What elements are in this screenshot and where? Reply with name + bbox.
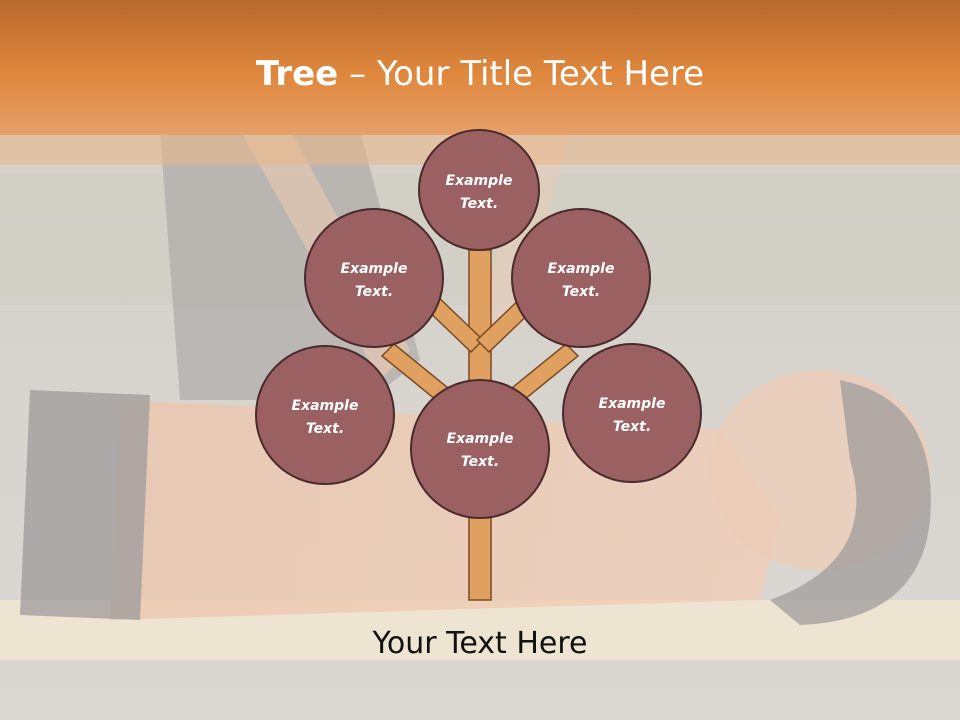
node-upper-right-line2: Text. [562, 284, 600, 300]
title-bold: Tree [255, 54, 339, 94]
tree-node-upper-left: Example Text. [304, 208, 444, 348]
node-upper-left-line2: Text. [355, 284, 393, 300]
tree-node-lower-right: Example Text. [562, 343, 702, 483]
node-center-line1: Example [447, 431, 514, 447]
node-center-line2: Text. [461, 454, 499, 470]
node-top-line2: Text. [460, 196, 498, 212]
tree-node-upper-right: Example Text. [511, 208, 651, 348]
node-upper-left-line1: Example [341, 261, 408, 277]
tree-node-lower-left: Example Text. [255, 345, 395, 485]
title-rest: – Your Title Text Here [338, 54, 705, 94]
slide-title: Tree – Your Title Text Here [0, 52, 960, 96]
node-lower-right-line2: Text. [613, 419, 651, 435]
tree-node-top: Example Text. [418, 129, 540, 251]
node-lower-right-line1: Example [599, 396, 666, 412]
node-lower-left-line2: Text. [306, 421, 344, 437]
node-lower-left-line1: Example [292, 398, 359, 414]
footer-text: Your Text Here [372, 626, 588, 661]
node-upper-right-line1: Example [548, 261, 615, 277]
node-top-line1: Example [446, 173, 513, 189]
tree-node-center: Example Text. [410, 379, 550, 519]
